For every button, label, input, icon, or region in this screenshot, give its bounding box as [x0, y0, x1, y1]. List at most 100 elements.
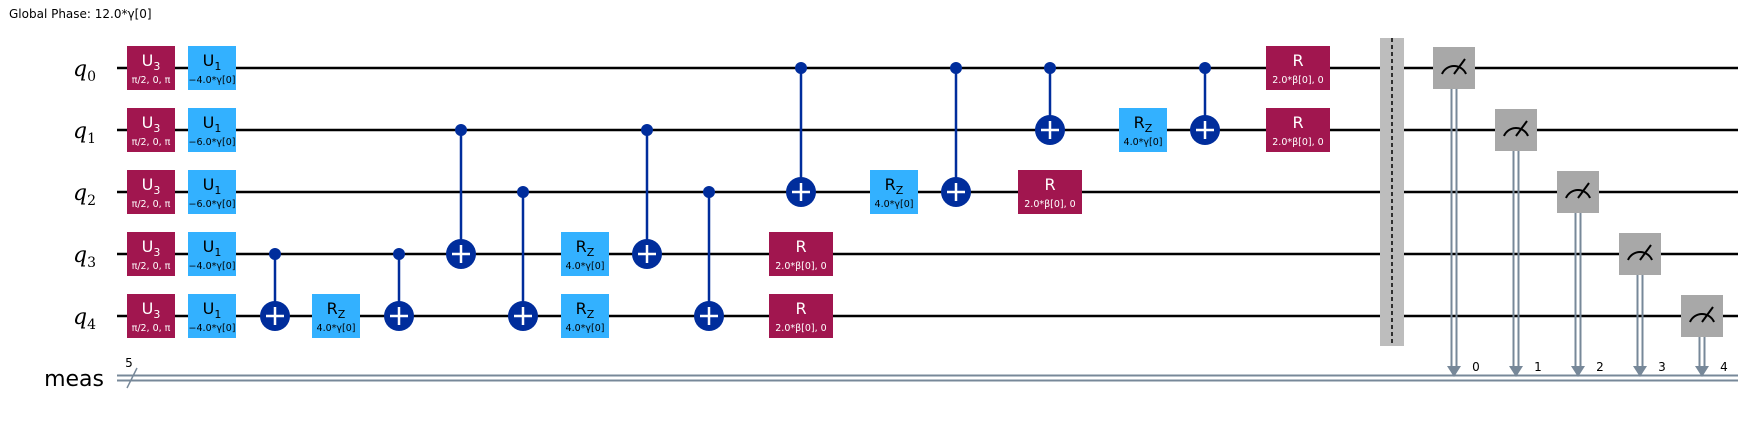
- meter-needle-icon: [1701, 306, 1714, 323]
- qubit-label-4: q4: [73, 305, 96, 333]
- gate-u3-q0: U3 π/2, 0, π: [127, 46, 175, 90]
- measure-gate-q0: [1433, 47, 1475, 377]
- cx-control-dot-6: [795, 62, 807, 74]
- gate-u3-q2: U3π/2, 0, π: [127, 170, 175, 214]
- gate-param: 4.0*γ[0]: [1124, 137, 1163, 148]
- gate-label: R: [795, 299, 806, 318]
- gate-u3-q3: U3π/2, 0, π: [127, 232, 175, 276]
- measure-arrow: [1509, 366, 1523, 377]
- gate-box: [1266, 46, 1330, 90]
- measure-arrow: [1447, 366, 1461, 377]
- measure-arrow: [1571, 366, 1585, 377]
- gate-rz-q4: RZ 4.0*γ[0]: [561, 294, 609, 338]
- creg-bit-label-0: 0: [1472, 360, 1480, 374]
- gate-box: [312, 294, 360, 338]
- gate-box: [769, 232, 833, 276]
- measure-gate-q3: [1619, 233, 1661, 377]
- gate-box: [188, 170, 236, 214]
- gate-label: U3: [142, 299, 161, 321]
- meter-arc-icon: [1689, 313, 1715, 323]
- meter-arc-icon: [1565, 189, 1591, 199]
- gate-box: [127, 46, 175, 90]
- gate-param: −6.0*γ[0]: [189, 199, 236, 210]
- measure-arrow: [1695, 366, 1709, 377]
- gate-label: U1: [203, 175, 222, 197]
- gate-box: [127, 170, 175, 214]
- gate-param: 4.0*γ[0]: [566, 323, 605, 334]
- creg-label: meas: [44, 367, 104, 392]
- gate-box: [188, 108, 236, 152]
- gate-label: RZ: [1134, 113, 1153, 135]
- cx-control-dot-5: [703, 186, 715, 198]
- gate-label: U3: [142, 51, 161, 73]
- gate-label: RZ: [885, 175, 904, 197]
- gate-u3-q4: U3π/2, 0, π: [127, 294, 175, 338]
- gate-box: [561, 294, 609, 338]
- gate-u1-q1: U1−6.0*γ[0]: [188, 108, 236, 152]
- measure-box: [1557, 171, 1599, 213]
- gate-box: [1018, 170, 1082, 214]
- creg-width-label: 5: [125, 356, 133, 370]
- gate-label: U1: [203, 237, 222, 259]
- measure-gate-q1: [1495, 109, 1537, 377]
- gate-label: R: [1292, 113, 1303, 132]
- qubit-label-2: q2: [73, 181, 96, 209]
- gate-label: U3: [142, 113, 161, 135]
- gate-box: [127, 294, 175, 338]
- gate-label: RZ: [576, 299, 595, 321]
- cx-control-dot-8: [1044, 62, 1056, 74]
- gate-label: R: [1044, 175, 1055, 194]
- gate-box: [127, 108, 175, 152]
- gate-label: U1: [203, 299, 222, 321]
- creg-bit-label-2: 2: [1596, 360, 1604, 374]
- gate-box: [1266, 108, 1330, 152]
- creg-bit-label-3: 3: [1658, 360, 1666, 374]
- gate-param: π/2, 0, π: [132, 75, 171, 86]
- creg-bit-label-1: 1: [1534, 360, 1542, 374]
- measure-box: [1681, 295, 1723, 337]
- gate-r-q0: R 2.0*β[0], 0: [1266, 46, 1330, 90]
- creg-width-slash: [126, 367, 138, 389]
- gate-box: [127, 232, 175, 276]
- meter-needle-icon: [1453, 58, 1466, 75]
- meter-arc-icon: [1627, 251, 1653, 261]
- gate-label: R: [795, 237, 806, 256]
- global-phase: Global Phase: 12.0*γ[0]: [9, 7, 152, 21]
- gate-param: −4.0*γ[0]: [189, 261, 236, 272]
- gate-rz-q2: RZ4.0*γ[0]: [870, 170, 918, 214]
- measure-box: [1433, 47, 1475, 89]
- gate-param: 2.0*β[0], 0: [775, 323, 826, 334]
- meter-needle-icon: [1577, 182, 1590, 199]
- meter-needle-icon: [1515, 120, 1528, 137]
- gate-u1-q0: U1−4.0*γ[0]: [188, 46, 236, 90]
- meter-arc-icon: [1441, 65, 1467, 75]
- gate-param: 2.0*β[0], 0: [1272, 75, 1323, 86]
- cx-control-dot-1: [393, 248, 405, 260]
- gate-box: [188, 294, 236, 338]
- gate-label: U3: [142, 237, 161, 259]
- gate-param: 4.0*γ[0]: [566, 261, 605, 272]
- qubit-label-0: q0: [73, 57, 96, 85]
- gate-r-q3: R 2.0*β[0], 0: [769, 232, 833, 276]
- gate-rz-q1: RZ 4.0*γ[0]: [1119, 108, 1167, 152]
- cx-control-dot-9: [1199, 62, 1211, 74]
- measure-box: [1619, 233, 1661, 275]
- gate-u1-q2: U1 −6.0*γ[0]: [188, 170, 236, 214]
- gate-box: [870, 170, 918, 214]
- gate-u1-q3: U1 −4.0*γ[0]: [188, 232, 236, 276]
- qubit-label-1: q1: [73, 119, 96, 147]
- cx-control-dot-3: [517, 186, 529, 198]
- gate-rz-q3: RZ4.0*γ[0]: [561, 232, 609, 276]
- measure-arrow: [1633, 366, 1647, 377]
- gate-param: −4.0*γ[0]: [189, 323, 236, 334]
- gate-param: 2.0*β[0], 0: [775, 261, 826, 272]
- gate-box: [1119, 108, 1167, 152]
- creg-bit-label-4: 4: [1720, 360, 1728, 374]
- meter-needle-icon: [1639, 244, 1652, 261]
- measure-box: [1495, 109, 1537, 151]
- qubit-label-3: q3: [73, 243, 96, 271]
- gate-box: [188, 232, 236, 276]
- gate-box: [769, 294, 833, 338]
- gate-label: R: [1292, 51, 1303, 70]
